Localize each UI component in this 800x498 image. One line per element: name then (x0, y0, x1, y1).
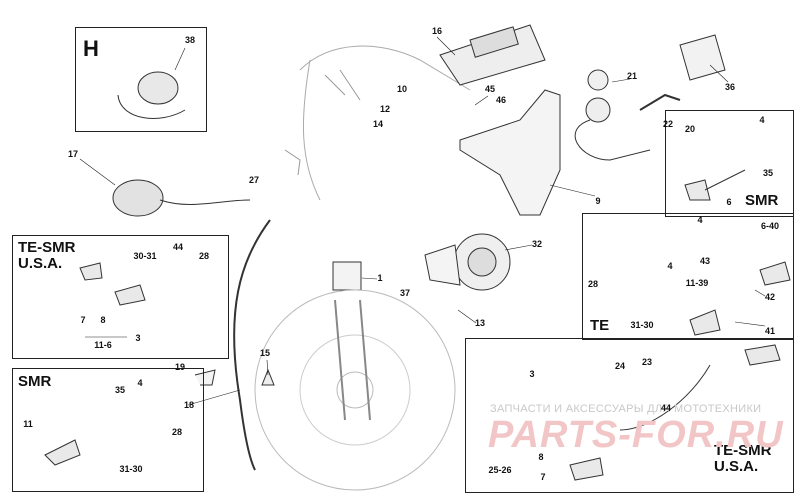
callout-30-31-left: 30-31 (133, 251, 157, 261)
callout-8-bottom: 8 (538, 452, 544, 462)
watermark-tagline: ЗАПЧАСТИ И АКСЕССУАРЫ ДЛЯ МОТОТЕХНИКИ (490, 403, 762, 415)
callout-3-left: 3 (135, 333, 141, 343)
callout-12: 12 (379, 104, 391, 114)
callout-11: 11 (23, 419, 33, 429)
headlight-bracket (459, 89, 561, 216)
watermark-logo: PARTS-FOR.RU (488, 414, 784, 456)
callout-7-bottom: 7 (540, 472, 546, 482)
region-label-te-smr-left-line2: U.S.A. (18, 255, 63, 272)
region-label-h: H (83, 36, 99, 61)
region-box-smr-left (12, 368, 204, 492)
callout-46: 46 (495, 95, 507, 105)
callout-37: 37 (399, 288, 411, 298)
callout-22: 22 (662, 119, 674, 129)
callout-27: 27 (248, 175, 260, 185)
callout-17: 17 (67, 149, 79, 159)
callout-20: 20 (684, 124, 696, 134)
region-label-smr-right: SMR (745, 192, 779, 209)
callout-1: 1 (377, 273, 383, 283)
callout-36: 36 (724, 82, 736, 92)
callout-4-smr: 4 (759, 115, 765, 125)
callout-11-39: 11-39 (685, 278, 709, 288)
callout-4-te-a: 4 (697, 215, 703, 225)
callout-11-6: 11-6 (94, 340, 112, 350)
left-handlebar-switch (112, 179, 164, 217)
callout-45: 45 (484, 84, 496, 94)
callout-4-smr-left: 4 (137, 378, 143, 388)
callout-14: 14 (372, 119, 384, 129)
region-box-smr-right (665, 110, 794, 217)
callout-16: 16 (431, 26, 443, 36)
region-box-te-smr-right (465, 338, 794, 493)
callout-9: 9 (595, 196, 601, 206)
callout-28-smr-left: 28 (171, 427, 183, 437)
region-label-te-smr-right-line1: TE-SMR (714, 442, 772, 459)
callout-13: 13 (474, 318, 486, 328)
region-label-te-smr-left-line1: TE-SMR (18, 239, 76, 256)
callout-4-te-b: 4 (667, 261, 673, 271)
callout-3-bottom: 3 (529, 369, 535, 379)
callout-35-smr-left: 35 (114, 385, 126, 395)
region-box-te-smr-left (12, 235, 229, 359)
callout-38: 38 (184, 35, 196, 45)
callout-24: 24 (614, 361, 626, 371)
callout-15: 15 (259, 348, 271, 358)
callout-6-40: 6-40 (760, 221, 780, 231)
callout-44-left: 44 (172, 242, 184, 252)
callout-10: 10 (396, 84, 408, 94)
callout-8-left: 8 (100, 315, 106, 325)
callout-28-te: 28 (587, 279, 599, 289)
callout-42: 42 (764, 292, 776, 302)
frame-outline (299, 45, 471, 91)
relay (332, 261, 362, 291)
callout-35-smr: 35 (762, 168, 774, 178)
region-box-te-right (582, 213, 794, 340)
callout-25-26: 25-26 (488, 465, 512, 475)
front-wheel (254, 289, 456, 491)
callout-31-30-smr-left: 31-30 (119, 464, 143, 474)
callout-28-left: 28 (198, 251, 210, 261)
fairing-outline (302, 59, 321, 201)
callout-44-bottom: 44 (660, 403, 672, 413)
callout-6-smr: 6 (726, 197, 732, 207)
callout-19: 19 (174, 362, 186, 372)
region-label-te-right: TE (590, 317, 610, 334)
documentation-sheet (679, 34, 726, 81)
callout-23: 23 (641, 357, 653, 367)
region-box-h (75, 27, 207, 132)
callout-21: 21 (626, 71, 638, 81)
region-label-smr-left: SMR (18, 373, 52, 390)
speedometer-cable (233, 219, 271, 471)
callout-43: 43 (699, 256, 711, 266)
region-label-te-smr-right-line2: U.S.A. (714, 458, 759, 475)
callout-32: 32 (531, 239, 543, 249)
callout-31-30-te: 31-30 (630, 320, 654, 330)
callout-7-left: 7 (80, 315, 86, 325)
callout-18: 18 (183, 400, 195, 410)
callout-41: 41 (764, 326, 776, 336)
